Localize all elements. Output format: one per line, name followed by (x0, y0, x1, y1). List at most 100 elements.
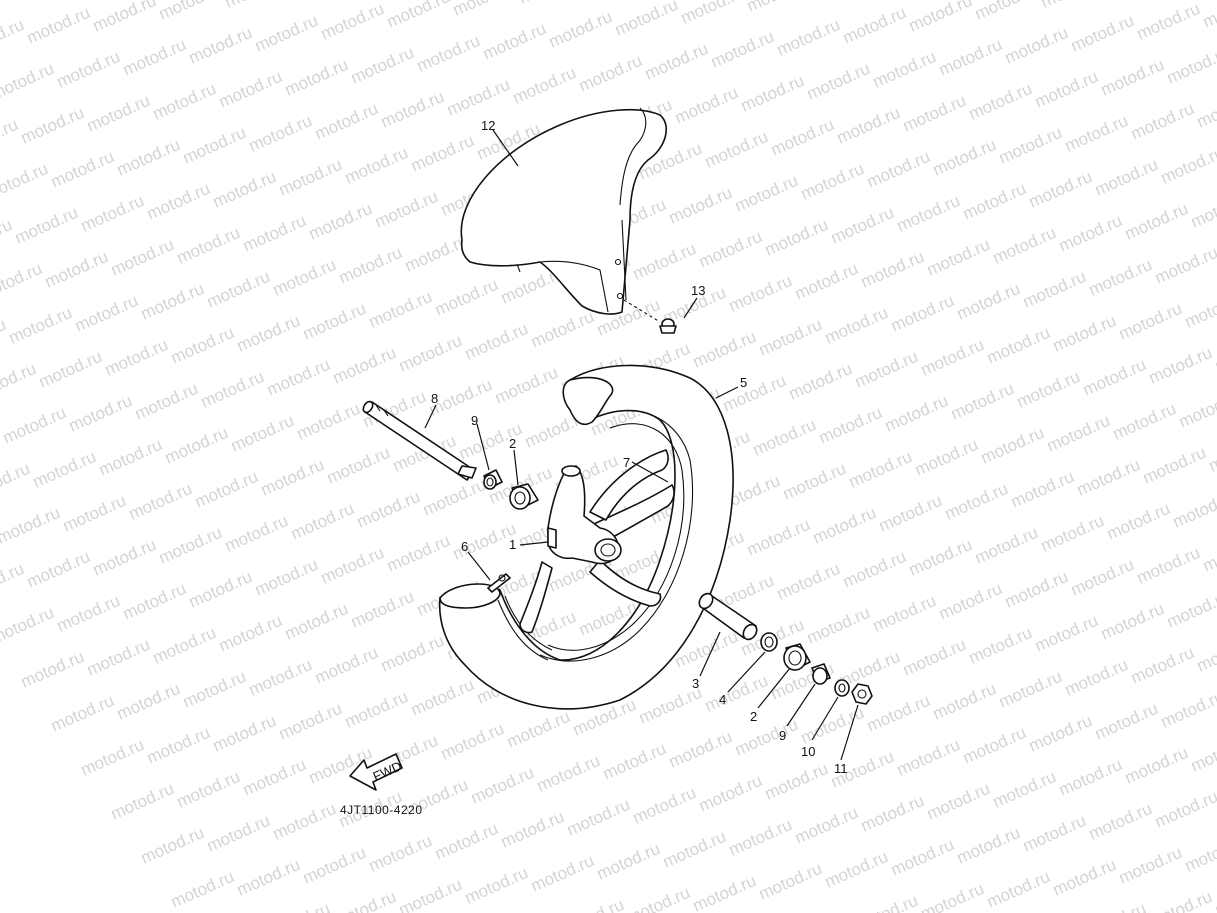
watermark-text: motod.ru (330, 343, 399, 388)
watermark-text: motod.ru (24, 547, 93, 592)
watermark-text: motod.ru (54, 47, 123, 92)
oil-seal (760, 632, 778, 652)
watermark-text: motod.ru (288, 499, 357, 544)
watermark-text: motod.ru (1092, 699, 1161, 744)
watermark-text: motod.ru (1026, 711, 1095, 756)
watermark-text: motod.ru (282, 55, 351, 100)
watermark-text: motod.ru (1062, 655, 1131, 700)
watermark-text: motod.ru (282, 599, 351, 644)
watermark-text: motod.ru (642, 39, 711, 84)
watermark-text: motod.ru (984, 323, 1053, 368)
watermark-text: motod.ru (192, 467, 261, 512)
watermark-text: motod.ru (0, 359, 39, 404)
watermark-text: motod.ru (1182, 287, 1217, 332)
watermark-text: motod.ru (546, 7, 615, 52)
watermark-text: motod.ru (366, 287, 435, 332)
watermark-text: motod.ru (678, 0, 747, 28)
watermark-text: motod.ru (948, 379, 1017, 424)
watermark-text: motod.ru (126, 479, 195, 524)
watermark-text: motod.ru (414, 31, 483, 76)
watermark-text: motod.ru (252, 11, 321, 56)
watermark-text: motod.ru (780, 459, 849, 504)
watermark-text: motod.ru (822, 303, 891, 348)
watermark-text: motod.ru (996, 123, 1065, 168)
watermark-text: motod.ru (48, 691, 117, 736)
watermark-text: motod.ru (1002, 567, 1071, 612)
watermark-text: motod.ru (342, 143, 411, 188)
watermark-text: motod.ru (930, 679, 999, 724)
watermark-text: motod.ru (0, 315, 9, 360)
watermark-text: motod.ru (120, 35, 189, 80)
watermark-text: motod.ru (114, 679, 183, 724)
watermark-text: motod.ru (888, 835, 957, 880)
watermark-text: motod.ru (1212, 875, 1217, 913)
watermark-text: motod.ru (318, 0, 387, 44)
watermark-text: motod.ru (1128, 643, 1197, 688)
watermark-text: motod.ru (1020, 811, 1089, 856)
watermark-text: motod.ru (1116, 843, 1185, 888)
callout-3: 3 (692, 676, 699, 691)
watermark-text: motod.ru (120, 579, 189, 624)
watermark-text: motod.ru (846, 447, 915, 492)
watermark-text: motod.ru (762, 215, 831, 260)
watermark-text: motod.ru (960, 723, 1029, 768)
watermark-text: motod.ru (348, 587, 417, 632)
watermark-text: motod.ru (498, 807, 567, 852)
watermark-text: motod.ru (954, 823, 1023, 868)
watermark-text: motod.ru (0, 403, 69, 448)
spacer (698, 592, 758, 641)
watermark-text: motod.ru (54, 591, 123, 636)
watermark-text: motod.ru (108, 779, 177, 824)
bearing-left (509, 483, 539, 510)
watermark-text: motod.ru (30, 447, 99, 492)
watermark-text: motod.ru (432, 819, 501, 864)
watermark-text: motod.ru (300, 299, 369, 344)
watermark-text: motod.ru (234, 311, 303, 356)
collar-left (483, 469, 503, 490)
watermark-text: motod.ru (372, 187, 441, 232)
watermark-text: motod.ru (528, 307, 597, 352)
watermark-text: motod.ru (0, 459, 33, 504)
watermark-text: motod.ru (666, 183, 735, 228)
watermark-text: motod.ru (900, 91, 969, 136)
watermark-text: motod.ru (180, 667, 249, 712)
watermark-text: motod.ru (1044, 411, 1113, 456)
watermark-text: motod.ru (480, 19, 549, 64)
watermark-text: motod.ru (510, 63, 579, 108)
watermark-text: motod.ru (306, 199, 375, 244)
callout-12: 12 (481, 118, 495, 133)
watermark-text: motod.ru (1032, 611, 1101, 656)
watermark-text: motod.ru (354, 487, 423, 532)
watermark-text: motod.ru (852, 891, 921, 913)
watermark-text: motod.ru (186, 567, 255, 612)
watermark-text: motod.ru (726, 271, 795, 316)
watermark-text: motod.ru (924, 235, 993, 280)
watermark-text: motod.ru (378, 631, 447, 676)
callout-2-right: 2 (750, 709, 757, 724)
watermark-text: motod.ru (0, 15, 27, 60)
watermark-text: motod.ru (792, 259, 861, 304)
watermark-text: motod.ru (336, 243, 405, 288)
watermark-text: motod.ru (576, 51, 645, 96)
watermark-text: motod.ru (720, 371, 789, 416)
watermark-text: motod.ru (396, 875, 465, 913)
watermark-text: motod.ru (408, 675, 477, 720)
watermark-text: motod.ru (612, 0, 681, 40)
watermark-text: motod.ru (534, 751, 603, 796)
watermark-text: motod.ru (114, 135, 183, 180)
watermark-text: motod.ru (264, 355, 333, 400)
watermark-text: motod.ru (216, 611, 285, 656)
watermark-text: motod.ru (696, 227, 765, 272)
watermark-text: motod.ru (840, 547, 909, 592)
watermark-text: motod.ru (174, 223, 243, 268)
watermark-text: motod.ru (420, 475, 489, 520)
watermark-text: motod.ru (1116, 299, 1185, 344)
watermark-text: motod.ru (1086, 799, 1155, 844)
callout-9-left: 9 (471, 413, 478, 428)
watermark-text: motod.ru (816, 403, 885, 448)
watermark-text: motod.ru (984, 867, 1053, 912)
watermark-text: motod.ru (168, 867, 237, 912)
watermark-text: motod.ru (1038, 0, 1107, 12)
